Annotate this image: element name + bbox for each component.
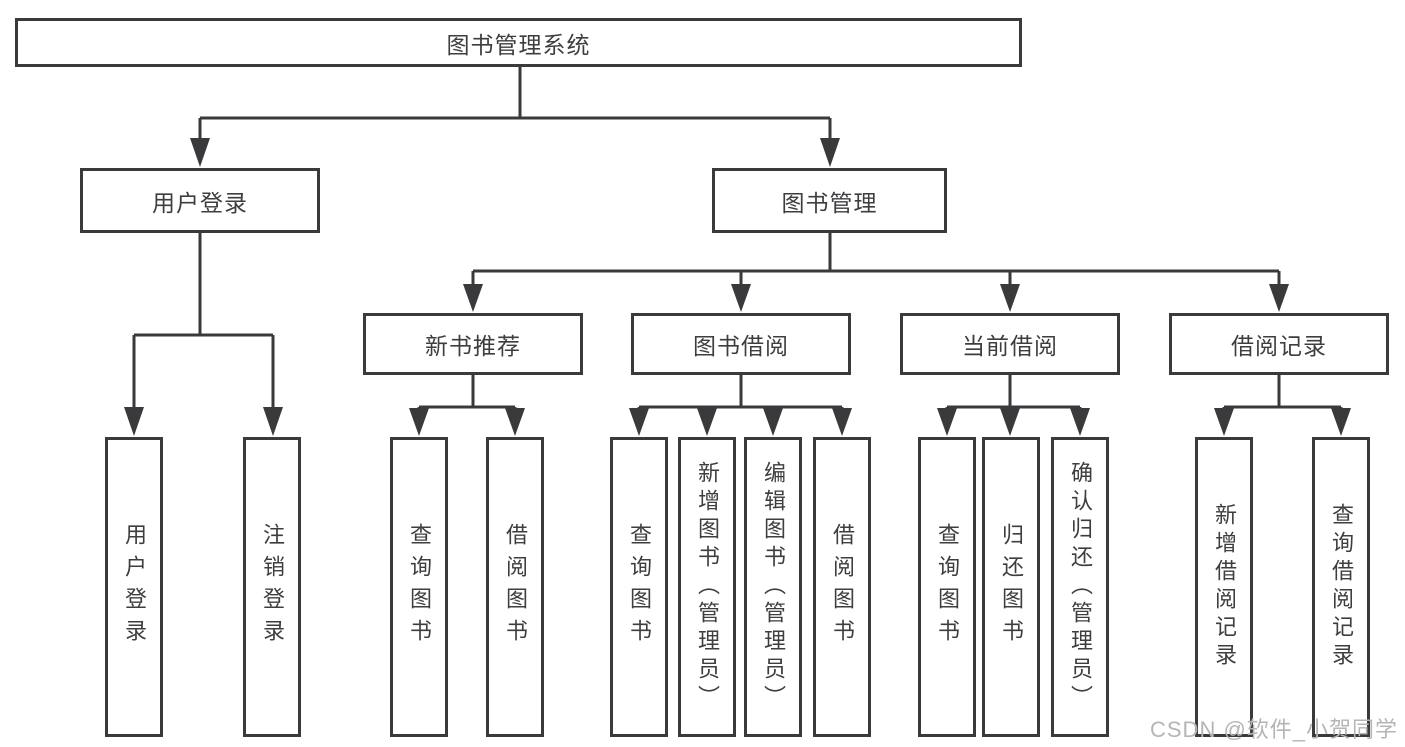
arrowhead-icon: [1000, 284, 1020, 312]
leaf-cb-query-books: 查询图书: [918, 437, 976, 737]
connector-current-borrowing: [945, 375, 1082, 412]
leaf-bb-borrow-books: 借阅图书: [813, 437, 871, 737]
arrowhead-icon: [731, 284, 751, 312]
watermark: CSDN @软件_小贺同学: [1150, 717, 1399, 742]
node-book-borrowing: 图书借阅: [631, 313, 851, 375]
node-library-system: 图书管理系统: [15, 18, 1022, 67]
connector-new-book-recommend: [417, 375, 517, 412]
connector-root: [198, 67, 832, 140]
arrowhead-icon: [937, 408, 957, 436]
node-user-login-label: 用户登录: [152, 189, 248, 216]
arrowhead-icon: [409, 408, 429, 436]
arrowhead-icon: [124, 407, 144, 436]
arrowhead-icon: [629, 408, 649, 436]
leaf-logout: 注销登录: [243, 437, 301, 737]
arrowhead-icon: [263, 407, 283, 436]
node-current-borrowing-label: 当前借阅: [962, 333, 1058, 359]
leaf-bb-add-book-admin: 新增图书（管理员）: [678, 437, 736, 737]
leaf-bb-edit-book-admin: 编辑图书（管理员）: [744, 437, 802, 737]
leaf-cb-confirm-return-admin: 确认归还（管理员）: [1051, 437, 1109, 737]
leaf-nbr-borrow-books: 借阅图书: [486, 437, 544, 737]
arrowhead-icon: [820, 138, 840, 167]
arrowhead-icon: [505, 408, 525, 436]
leaf-user-login: 用户登录: [105, 437, 163, 737]
node-borrowing-records-label: 借阅记录: [1231, 333, 1327, 359]
arrowhead-icon: [832, 408, 852, 436]
arrowhead-icon: [1070, 408, 1090, 436]
arrowhead-icon: [763, 408, 783, 436]
node-current-borrowing: 当前借阅: [900, 313, 1120, 375]
arrowhead-icon: [190, 138, 210, 167]
arrowhead-icon: [697, 408, 717, 436]
connector-borrowing-records: [1222, 375, 1343, 412]
arrowhead-icon: [1214, 408, 1234, 436]
arrowhead-icon: [1000, 408, 1020, 436]
connector-book-management: [471, 233, 1281, 286]
node-borrowing-records: 借阅记录: [1169, 313, 1389, 375]
leaf-bb-query-books: 查询图书: [610, 437, 668, 737]
arrowhead-icon: [1331, 408, 1351, 436]
node-new-book-recommend: 新书推荐: [363, 313, 583, 375]
leaf-cb-return-books: 归还图书: [982, 437, 1040, 737]
leaf-nbr-query-books: 查询图书: [390, 437, 448, 737]
arrowhead-icon: [1269, 284, 1289, 312]
node-library-system-label: 图书管理系统: [446, 31, 591, 58]
node-book-management-label: 图书管理: [781, 189, 878, 216]
connector-user-login: [132, 233, 275, 410]
leaf-br-add-record: 新增借阅记录: [1195, 437, 1253, 737]
connector-book-borrowing: [637, 375, 844, 412]
leaf-br-query-record: 查询借阅记录: [1312, 437, 1370, 737]
node-user-login: 用户登录: [80, 168, 320, 233]
node-new-book-recommend-label: 新书推荐: [425, 333, 521, 359]
node-book-management: 图书管理: [712, 168, 947, 233]
node-book-borrowing-label: 图书借阅: [693, 333, 789, 359]
arrowhead-icon: [463, 284, 483, 312]
